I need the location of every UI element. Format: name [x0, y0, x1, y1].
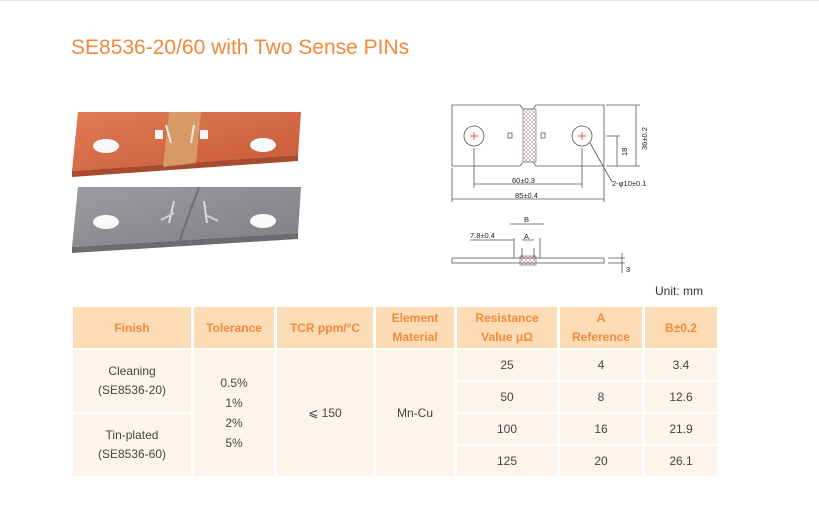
tolerance-cell: 0.5% 1% 2% 5% [194, 350, 274, 476]
table-row: 50 8 12.6 [73, 382, 717, 412]
dim-a: A [524, 232, 529, 241]
resistance-cell: 50 [457, 382, 557, 412]
a-cell: 4 [560, 350, 642, 380]
unit-label: Unit: mm [655, 284, 703, 298]
header-tolerance: Tolerance [194, 307, 274, 348]
a-cell: 8 [560, 382, 642, 412]
product-photo [72, 112, 301, 253]
finish-tin-cell: Tin-plated (SE8536-60) [73, 414, 191, 476]
b-cell: 26.1 [645, 446, 717, 476]
header-a-reference: A Reference [560, 307, 642, 348]
dim-85: 85±0.4 [515, 191, 538, 200]
a-cell: 20 [560, 446, 642, 476]
dim-b: B [524, 215, 529, 224]
spec-table: Finish Tolerance TCR ppm/°C Element Mate… [70, 305, 720, 478]
dimension-drawing: 60±0.3 85±0.4 2-φ10±0.1 36±0.2 18 B A 7.… [451, 104, 649, 274]
page-title: SE8536-20/60 with Two Sense PINs [71, 36, 410, 59]
header-finish: Finish [73, 307, 191, 348]
header-resistance: Resistance Value μΩ [457, 307, 557, 348]
dim-36: 36±0.2 [640, 127, 649, 150]
header-b: B±0.2 [645, 307, 717, 348]
dim-3: 3 [626, 265, 630, 274]
b-cell: 21.9 [645, 414, 717, 444]
table-row: 125 20 26.1 [73, 446, 717, 476]
finish-cleaning-cell: Cleaning (SE8536-20) [73, 350, 191, 412]
dim-7-8: 7.8±0.4 [470, 231, 495, 240]
dim-60: 60±0.3 [512, 176, 535, 185]
b-cell: 12.6 [645, 382, 717, 412]
resistance-cell: 100 [457, 414, 557, 444]
dim-18: 18 [620, 148, 629, 156]
table-row: Cleaning (SE8536-20) 0.5% 1% 2% 5% ⩽ 150… [73, 350, 717, 476]
copper-shunt-image [72, 112, 301, 177]
a-cell: 16 [560, 414, 642, 444]
tcr-cell: ⩽ 150 [277, 350, 373, 476]
dim-hole: 2-φ10±0.1 [612, 179, 646, 188]
top-divider [0, 0, 819, 1]
header-element-material: Element Material [376, 307, 454, 348]
header-tcr: TCR ppm/°C [277, 307, 373, 348]
resistance-cell: 125 [457, 446, 557, 476]
table-header-row: Finish Tolerance TCR ppm/°C Element Mate… [73, 307, 717, 348]
table-row: Tin-plated (SE8536-60) 100 16 21.9 [73, 414, 717, 476]
b-cell: 3.4 [645, 350, 717, 380]
resistance-cell: 25 [457, 350, 557, 380]
tin-shunt-image [72, 186, 301, 253]
material-cell: Mn-Cu [376, 350, 454, 476]
